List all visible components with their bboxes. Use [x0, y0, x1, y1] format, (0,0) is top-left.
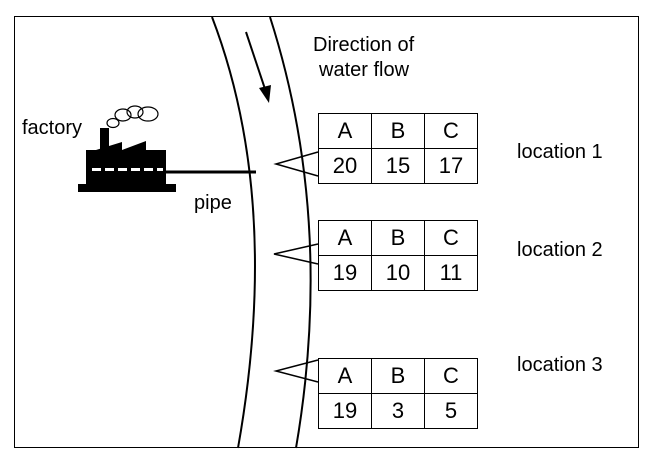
location-1-pointer — [273, 151, 319, 177]
river-bank-right — [269, 16, 312, 449]
factory-label: factory — [22, 117, 83, 139]
col-a-header: A — [318, 220, 372, 256]
value-c: 11 — [424, 255, 478, 291]
header-row: A B C — [318, 358, 478, 394]
location-2-label: location 2 — [517, 239, 603, 261]
location-1-table: A B C 20 15 17 — [318, 113, 478, 184]
col-c-header: C — [424, 113, 478, 149]
col-b-header: B — [371, 113, 425, 149]
factory-icon — [78, 105, 176, 192]
value-row: 19 3 5 — [318, 393, 478, 429]
location-1-label: location 1 — [517, 141, 603, 163]
value-row: 19 10 11 — [318, 255, 478, 291]
value-row: 20 15 17 — [318, 148, 478, 184]
value-a: 19 — [318, 255, 372, 291]
flow-label-line-1: Direction of — [313, 34, 415, 56]
value-b: 15 — [371, 148, 425, 184]
col-c-header: C — [424, 220, 478, 256]
flow-label-line-2: water flow — [319, 59, 410, 81]
value-b: 10 — [371, 255, 425, 291]
location-3-pointer — [273, 359, 319, 383]
flow-arrow-icon — [245, 31, 271, 103]
value-c: 17 — [424, 148, 478, 184]
diagram-frame — [14, 16, 639, 448]
location-2-table: A B C 19 10 11 — [318, 220, 478, 291]
col-a-header: A — [318, 113, 372, 149]
value-c: 5 — [424, 393, 478, 429]
col-b-header: B — [371, 358, 425, 394]
header-row: A B C — [318, 220, 478, 256]
value-a: 19 — [318, 393, 372, 429]
river-bank-left — [211, 16, 256, 449]
location-3-label: location 3 — [517, 354, 603, 376]
col-c-header: C — [424, 358, 478, 394]
col-b-header: B — [371, 220, 425, 256]
value-a: 20 — [318, 148, 372, 184]
header-row: A B C — [318, 113, 478, 149]
location-3-table: A B C 19 3 5 — [318, 358, 478, 429]
pipe-label: pipe — [194, 192, 232, 214]
col-a-header: A — [318, 358, 372, 394]
location-2-pointer — [273, 243, 319, 265]
value-b: 3 — [371, 393, 425, 429]
